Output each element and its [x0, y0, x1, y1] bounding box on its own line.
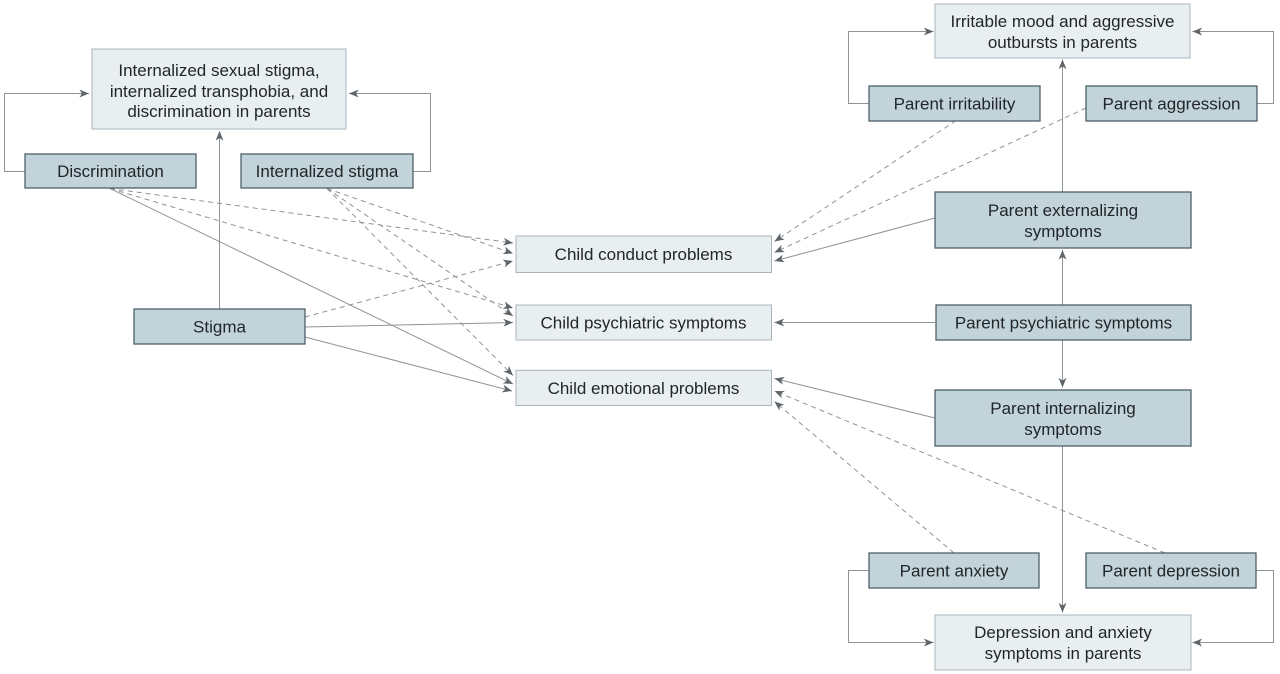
- svg-text:Child conduct problems: Child conduct problems: [555, 245, 733, 264]
- svg-text:Child emotional problems: Child emotional problems: [548, 379, 740, 398]
- svg-text:Depression and anxiety: Depression and anxiety: [974, 623, 1152, 642]
- svg-text:Parent irritability: Parent irritability: [894, 95, 1016, 114]
- svg-text:symptoms: symptoms: [1024, 420, 1101, 439]
- svg-text:Internalized stigma: Internalized stigma: [256, 162, 399, 181]
- svg-text:Discrimination: Discrimination: [57, 162, 164, 181]
- svg-text:Internalized sexual stigma,: Internalized sexual stigma,: [118, 61, 319, 80]
- svg-text:Stigma: Stigma: [193, 318, 246, 337]
- svg-text:Child psychiatric symptoms: Child psychiatric symptoms: [541, 314, 747, 333]
- svg-text:Parent psychiatric symptoms: Parent psychiatric symptoms: [955, 314, 1172, 333]
- svg-text:Irritable mood and aggressive: Irritable mood and aggressive: [951, 12, 1175, 31]
- svg-text:Parent anxiety: Parent anxiety: [900, 562, 1009, 581]
- svg-text:Parent externalizing: Parent externalizing: [988, 201, 1138, 220]
- svg-text:outbursts in parents: outbursts in parents: [988, 33, 1137, 52]
- svg-text:Parent internalizing: Parent internalizing: [990, 399, 1136, 418]
- svg-text:discrimination in parents: discrimination in parents: [127, 102, 310, 121]
- svg-text:symptoms: symptoms: [1024, 222, 1101, 241]
- svg-text:Parent depression: Parent depression: [1102, 562, 1240, 581]
- svg-text:symptoms in parents: symptoms in parents: [985, 644, 1142, 663]
- svg-text:Parent aggression: Parent aggression: [1103, 95, 1241, 114]
- svg-text:internalized transphobia, and: internalized transphobia, and: [110, 82, 328, 101]
